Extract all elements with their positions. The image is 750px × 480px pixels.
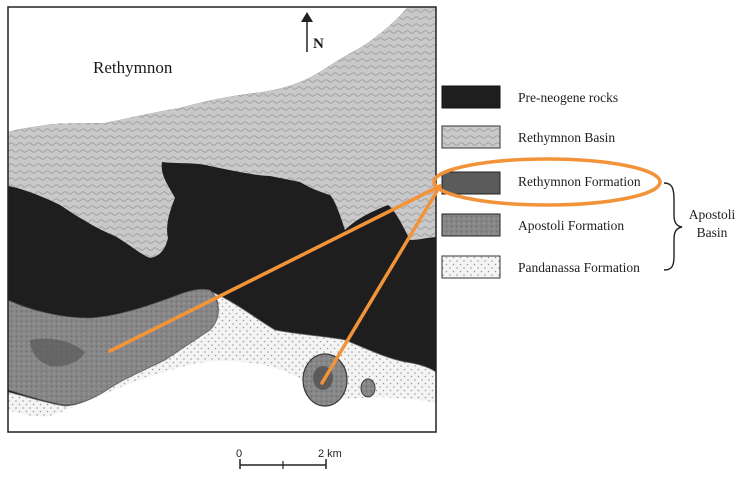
map-frame (7, 6, 437, 433)
highlight-ellipse (432, 157, 662, 207)
legend-swatch-rethymnon-formation (441, 171, 501, 195)
sea-area (8, 7, 408, 132)
legend-label-rethymnon-basin: Rethymnon Basin (518, 130, 616, 145)
apostoli-patch-small (360, 378, 376, 398)
north-label: N (313, 36, 324, 52)
coast-white-area (8, 361, 436, 432)
scale-bar (239, 459, 327, 469)
legend-label-apostoli-formation: Apostoli Formation (518, 218, 625, 233)
legend-label-pandanassa-formation: Pandanassa Formation (518, 260, 640, 275)
legend-swatch-rethymnon-basin (441, 125, 501, 149)
town-label: Rethymnon (93, 58, 173, 77)
legend-label-rethymnon-formation: Rethymnon Formation (518, 174, 641, 189)
rethymnon-formation-area (30, 338, 85, 367)
legend-label-pre-neogene: Pre-neogene rocks (518, 90, 619, 105)
legend-group-label: Apostoli Basin (688, 207, 736, 240)
scale-start-label: 0 (236, 448, 243, 460)
legend-swatch-pre-neogene (441, 85, 501, 109)
rethymnon-basin-area (8, 7, 436, 258)
highlight-connector (320, 184, 442, 385)
group-brace (663, 182, 683, 271)
scale-end-label: 2 km (318, 448, 342, 460)
legend-swatch-pandanassa-formation (441, 255, 501, 279)
north-arrow-icon (301, 12, 313, 52)
legend-swatch-apostoli-formation (441, 213, 501, 237)
highlight-connector (108, 184, 442, 353)
